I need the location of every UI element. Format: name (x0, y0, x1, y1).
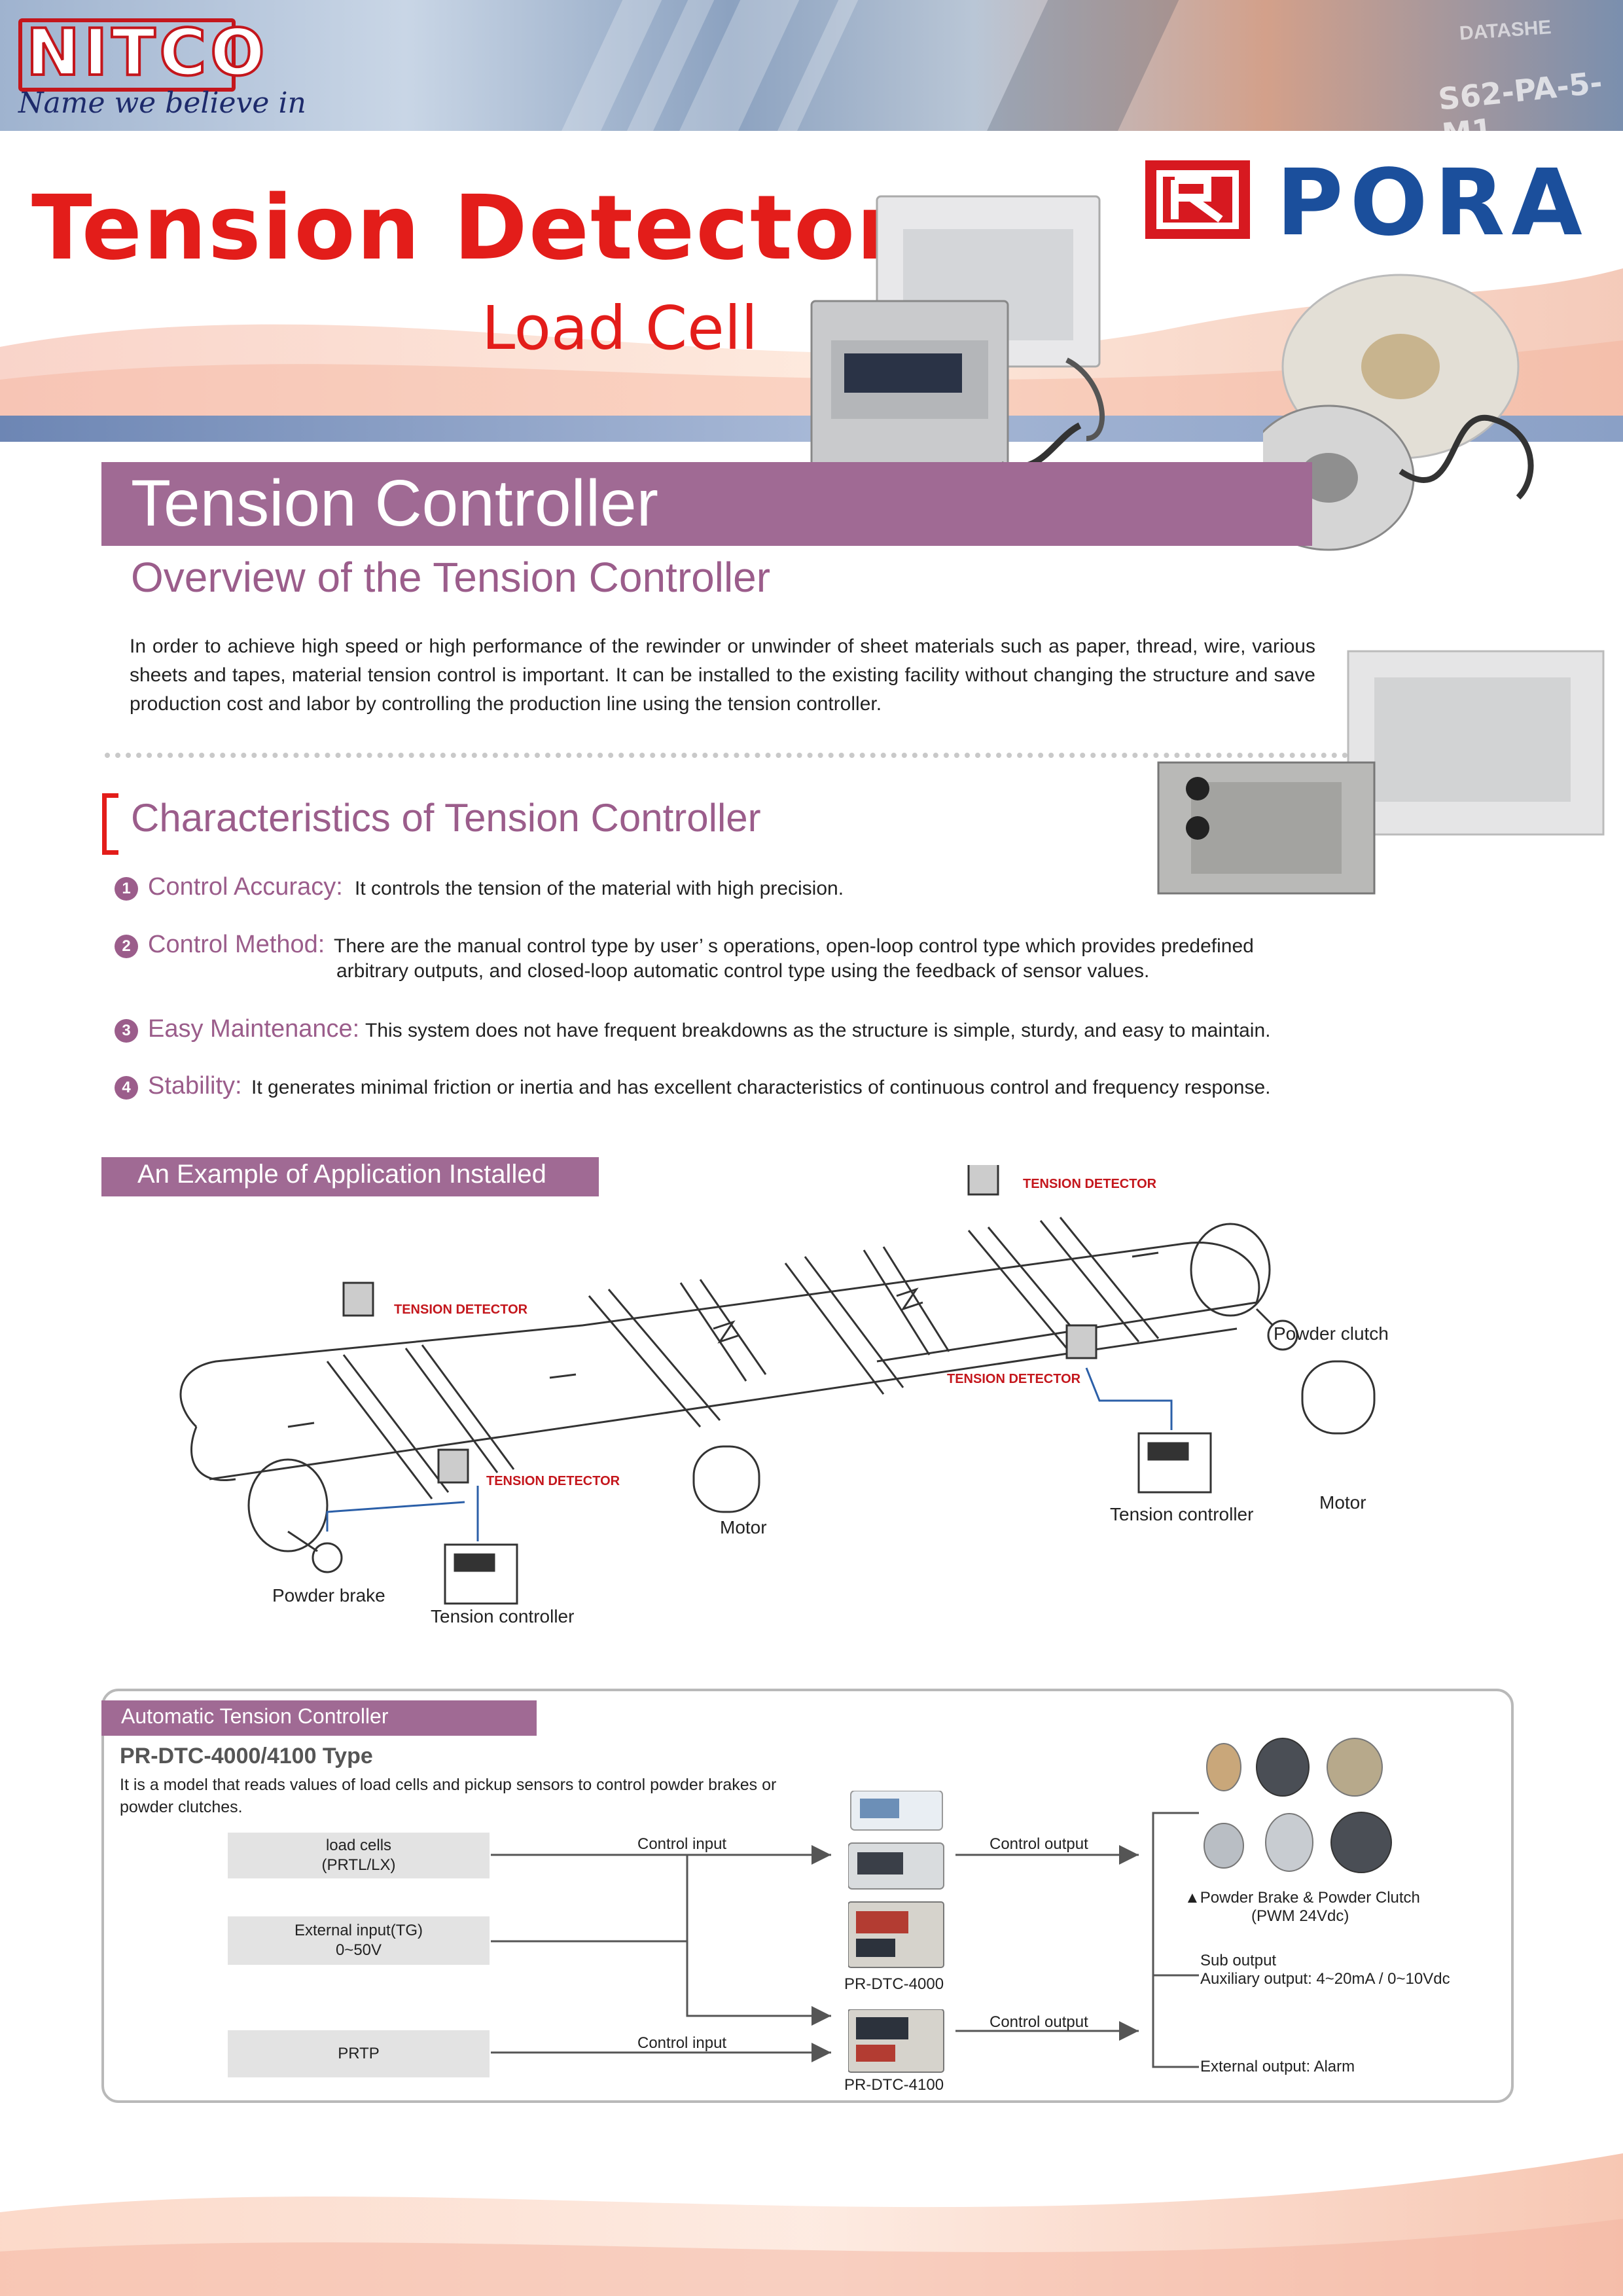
input-sublabel: 0~50V (335, 1941, 382, 1959)
atc-description: It is a model that reads values of load … (120, 1776, 777, 1816)
decorative-wave-bottom (0, 2153, 1623, 2296)
pora-logo-text: PORA (1276, 157, 1589, 242)
controller-image-4100 (848, 2009, 944, 2073)
header-banner (0, 0, 1623, 131)
powder-clutch-label: Powder clutch (1274, 1323, 1389, 1344)
atc-type: PR-DTC-4000/4100 Type (120, 1744, 373, 1768)
atc-header-bar (101, 1700, 537, 1736)
divider (105, 753, 1348, 758)
bracket-decoration (102, 793, 118, 855)
auxiliary-output-label: Auxiliary output: 4~20mA / 0~10Vdc (1200, 1970, 1450, 1988)
characteristics-heading: Characteristics of Tension Controller (131, 796, 761, 840)
item-number: 2 (115, 935, 138, 958)
overview-heading: Overview of the Tension Controller (131, 554, 771, 601)
nitco-logo: NITCO (25, 14, 269, 92)
control-output-label: Control output (990, 1835, 1088, 1853)
item-label: Easy Maintenance: (148, 1015, 360, 1043)
application-header-bar (101, 1157, 599, 1196)
nitco-logo-frame (18, 18, 236, 92)
item-text: There are the manual control type by use… (334, 935, 1254, 957)
tension-detector-label: TENSION DETECTOR (486, 1474, 620, 1488)
application-diagram (179, 1165, 1376, 1605)
item-label: Stability: (148, 1072, 242, 1100)
item-number: 1 (115, 877, 138, 901)
brake-clutch-label: ▲Powder Brake & Powder Clutch (1185, 1889, 1420, 1907)
item-text: It controls the tension of the material … (355, 878, 844, 899)
input-sublabel: (PRTL/LX) (321, 1856, 396, 1874)
item-label: Control Method: (148, 931, 325, 958)
overview-paragraph: In order to achieve high speed or high p… (130, 636, 1315, 715)
tension-controller-label: Tension controller (431, 1606, 575, 1626)
brake-clutch-sublabel: (PWM 24Vdc) (1251, 1907, 1349, 1925)
control-output-label: Control output (990, 2013, 1088, 2031)
powder-brake-label: Powder brake (272, 1585, 385, 1605)
item-label: Control Accuracy: (148, 873, 343, 901)
brake-clutch-image (1204, 1738, 1392, 1873)
item-text: This system does not have frequent break… (365, 1020, 1271, 1041)
item-text-continued: arbitrary outputs, and closed-loop autom… (336, 960, 1150, 982)
input-label: PRTP (338, 2045, 380, 2062)
section-title: Tension Controller (131, 467, 658, 540)
output-bracket (1152, 1812, 1199, 2068)
control-input-label: Control input (637, 2034, 727, 2052)
input-box-external: External input(TG) 0~50V (228, 1916, 490, 1965)
item-text: It generates minimal friction or inertia… (251, 1077, 1271, 1098)
atc-panel (101, 1689, 1514, 2103)
input-box-prtp: PRTP (228, 2030, 490, 2077)
control-input-label: Control input (637, 1835, 727, 1853)
input-box-load-cells: load cells (PRTL/LX) (228, 1833, 490, 1878)
application-heading: An Example of Application Installed (137, 1160, 546, 1189)
model-label-4000: PR-DTC-4000 (844, 1975, 944, 1993)
input-label: External input(TG) (294, 1922, 423, 1939)
tension-detector-label: TENSION DETECTOR (394, 1302, 528, 1317)
nitco-tagline: Name we believe in (18, 86, 306, 120)
motor-label: Motor (720, 1517, 767, 1537)
sub-output-label: Sub output (1200, 1952, 1277, 1969)
model-label-4100: PR-DTC-4100 (844, 2076, 944, 2094)
ring-load-cell-image (1263, 274, 1534, 551)
item-number: 4 (115, 1076, 138, 1100)
controller-image-4000 (848, 1791, 944, 1968)
page-title: Tension Detector (31, 177, 902, 280)
input-label: load cells (325, 1837, 392, 1854)
pora-logo: PORA (1145, 157, 1589, 242)
beam-load-cell-image (1157, 650, 1605, 895)
section-header-bar (101, 462, 1312, 546)
tension-detector-label: TENSION DETECTOR (1023, 1177, 1157, 1191)
tension-controller-label: Tension controller (1110, 1504, 1254, 1524)
page-subtitle: Load Cell (482, 293, 758, 363)
atc-heading: Automatic Tension Controller (121, 1704, 389, 1728)
tension-detector-label: TENSION DETECTOR (947, 1372, 1081, 1386)
load-cell-image (810, 195, 1105, 499)
atc-flow-lines (491, 1845, 1139, 2062)
motor-label: Motor (1319, 1492, 1366, 1513)
item-number: 3 (115, 1019, 138, 1043)
external-output-label: External output: Alarm (1200, 2058, 1355, 2075)
